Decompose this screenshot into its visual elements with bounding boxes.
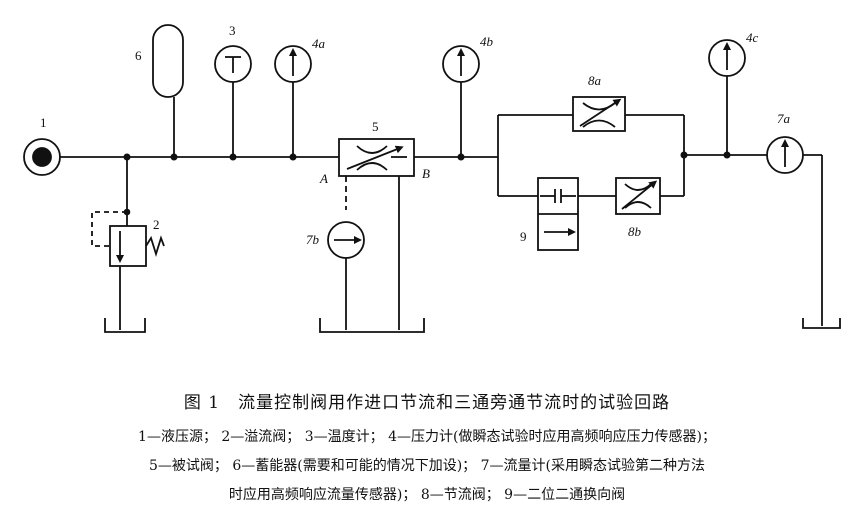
tank-symbol-center [319,318,425,333]
legend-line-2: 5—被试阀； 6—蓄能器(需要和可能的情况下加设)； 7—流量计(采用瞬态试验第… [148,458,705,474]
pressure-gauge-4c-symbol [708,39,746,155]
tank-symbol-relief [104,318,146,333]
throttle-valve-8a-symbol [572,96,626,132]
hydraulic-source-symbol [23,138,61,176]
label-6: 6 [135,48,142,63]
label-7b: 7b [306,232,320,247]
tank-symbol-right [802,318,841,329]
legend-line-3: 时应用高频响应流量传感器)； 8—节流阀； 9—二位二通换向阀 [228,487,626,503]
label-8b: 8b [628,224,642,239]
label-2: 2 [153,217,160,232]
pressure-gauge-4b-symbol [442,45,480,157]
label-4a: 4a [312,36,326,51]
label-port-a: A [319,171,328,186]
label-8a: 8a [588,73,602,88]
label-1: 1 [40,115,47,130]
label-5: 5 [372,119,379,134]
figure-caption-title: 图 1 流量控制阀用作进口节流和三通旁通节流时的试验回路 [183,393,671,413]
label-4c: 4c [746,30,759,45]
thermometer-symbol [214,45,252,157]
throttle-valve-8b-symbol [615,177,661,215]
label-3: 3 [229,23,236,38]
pressure-gauge-4a-symbol [274,45,312,157]
legend-line-1: 1—液压源； 2—溢流阀； 3—温度计； 4—压力计(做瞬态试验时应用高频响应压… [138,429,716,445]
relief-valve-symbol [91,157,165,330]
directional-valve-symbol [537,177,579,251]
accumulator-symbol [152,24,184,157]
hydraulic-circuit-diagram: 1 2 3 4a 4b 4c 5 6 7a 7b 8a 8b 9 A B [23,23,841,333]
label-port-b: B [422,166,430,181]
label-9: 9 [520,229,527,244]
flow-meter-7b-symbol [327,221,365,330]
flow-meter-7a-symbol [766,136,823,326]
label-4b: 4b [480,34,494,49]
label-7a: 7a [777,111,791,126]
valve-under-test-symbol [338,138,415,330]
